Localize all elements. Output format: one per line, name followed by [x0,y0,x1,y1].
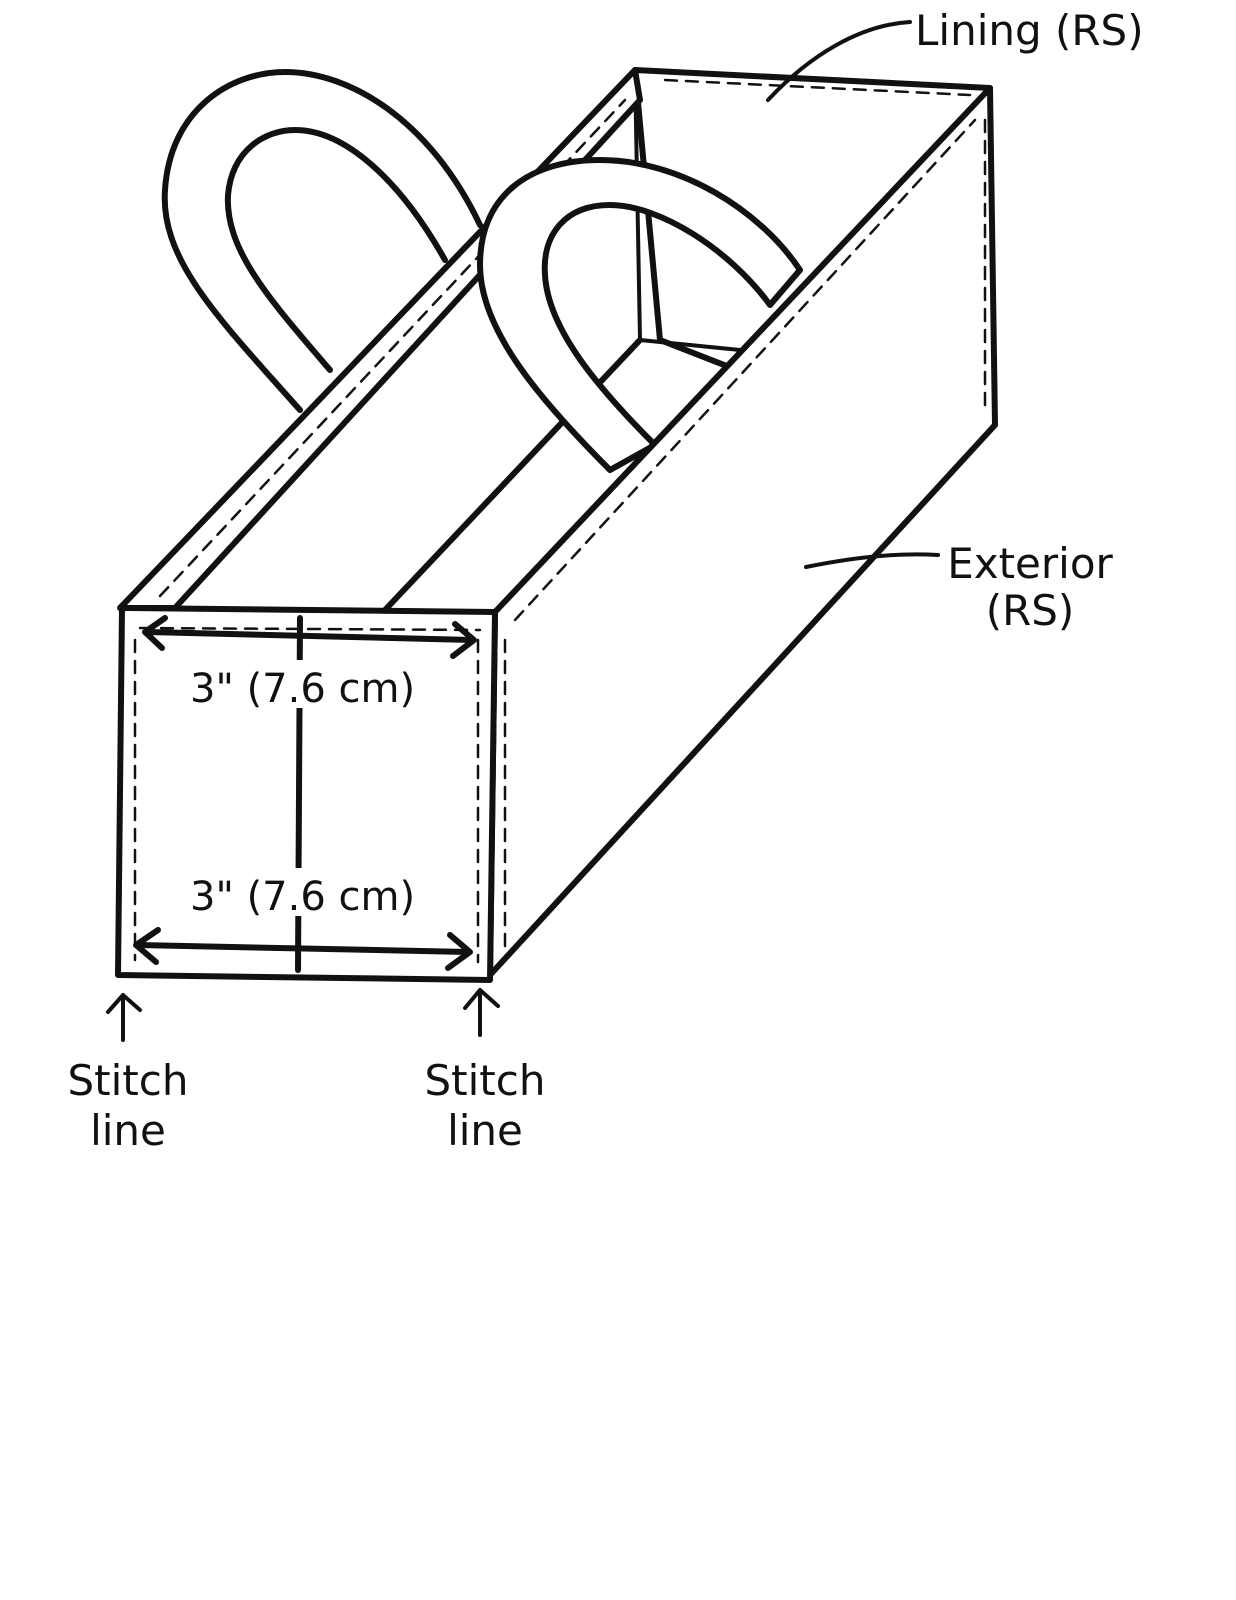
front-handle [477,157,803,473]
stitch-line-left-arrow [106,993,142,1042]
exterior-label-1: Exterior [947,539,1113,588]
stitch-line-right-label-1: Stitch [425,1056,546,1105]
stitch-line-left-label-2: line [90,1106,166,1155]
top-dimension-arrow [142,615,477,659]
lining-leader-line [766,20,912,102]
stitch-line-left-label-1: Stitch [68,1056,189,1105]
stitch-line-right-label-2: line [447,1106,523,1155]
back-handle [161,69,483,413]
exterior-label-2: (RS) [986,586,1075,635]
stitch-line-right-arrow [463,988,500,1037]
exterior-leader-line [804,552,940,569]
bottom-dimension-label: 3" (7.6 cm) [190,874,415,920]
top-dimension-label: 3" (7.6 cm) [190,666,415,712]
lining-label: Lining (RS) [915,6,1144,55]
bottom-dimension-arrow [133,927,473,971]
